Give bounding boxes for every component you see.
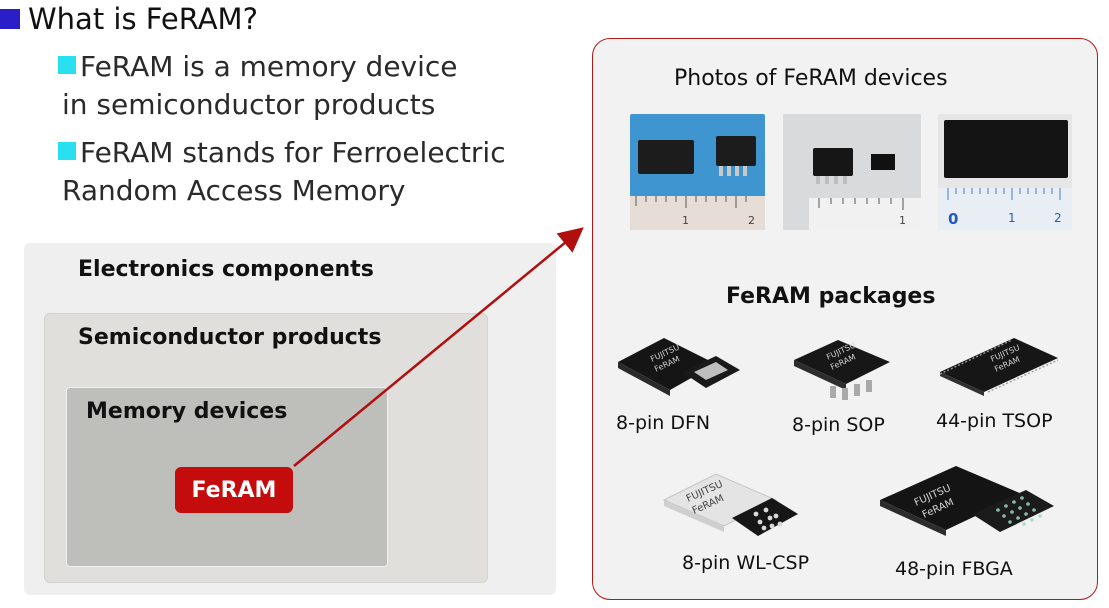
ruler-mark: 0 (948, 210, 958, 228)
ruler-mark: 2 (1054, 211, 1062, 225)
package-label: 8-pin DFN (616, 412, 711, 434)
feram-badge: FeRAM (175, 467, 293, 513)
device-photo-3: 0 1 2 (938, 114, 1072, 230)
heading-text: What is FeRAM? (28, 2, 258, 36)
package-label: 8-pin WL-CSP (682, 552, 810, 574)
package-wlcsp-illustration: FUJITSU FeRAM (660, 470, 800, 552)
package-label: 48-pin FBGA (895, 558, 1013, 580)
package-dfn-illustration: FUJITSU FeRAM (612, 332, 742, 404)
bullet-line: Random Access Memory (62, 174, 406, 207)
device-photo-2: 1 (783, 114, 921, 230)
device-photo-1: 1 2 (630, 114, 765, 230)
ruler-mark: 1 (899, 214, 906, 227)
ruler-mark: 1 (682, 214, 689, 227)
bullet-line: FeRAM is a memory device (80, 50, 458, 83)
bullet-line: FeRAM stands for Ferroelectric (80, 136, 506, 169)
photos-title: Photos of FeRAM devices (674, 66, 948, 91)
electronics-components-label: Electronics components (78, 257, 374, 282)
square-bullet-icon (58, 142, 76, 160)
square-bullet-icon (0, 9, 20, 29)
page-title: What is FeRAM? (0, 2, 258, 36)
bullet-line: in semiconductor products (62, 88, 436, 121)
package-fbga-illustration: FUJITSU FeRAM (876, 460, 1056, 546)
package-label: 44-pin TSOP (936, 410, 1053, 432)
ruler-mark: 1 (1008, 211, 1016, 225)
bullet-item: FeRAM stands for Ferroelectric Random Ac… (58, 134, 506, 210)
memory-devices-label: Memory devices (86, 399, 288, 424)
packages-title: FeRAM packages (726, 284, 936, 309)
semiconductor-products-label: Semiconductor products (78, 325, 382, 350)
package-label: 8-pin SOP (792, 414, 885, 436)
package-sop-illustration: FUJITSU FeRAM (790, 334, 900, 404)
square-bullet-icon (58, 56, 76, 74)
bullet-item: FeRAM is a memory device in semiconducto… (58, 48, 458, 124)
ruler-mark: 2 (748, 214, 755, 227)
package-tsop-illustration: FUJITSU FeRAM (936, 332, 1062, 400)
